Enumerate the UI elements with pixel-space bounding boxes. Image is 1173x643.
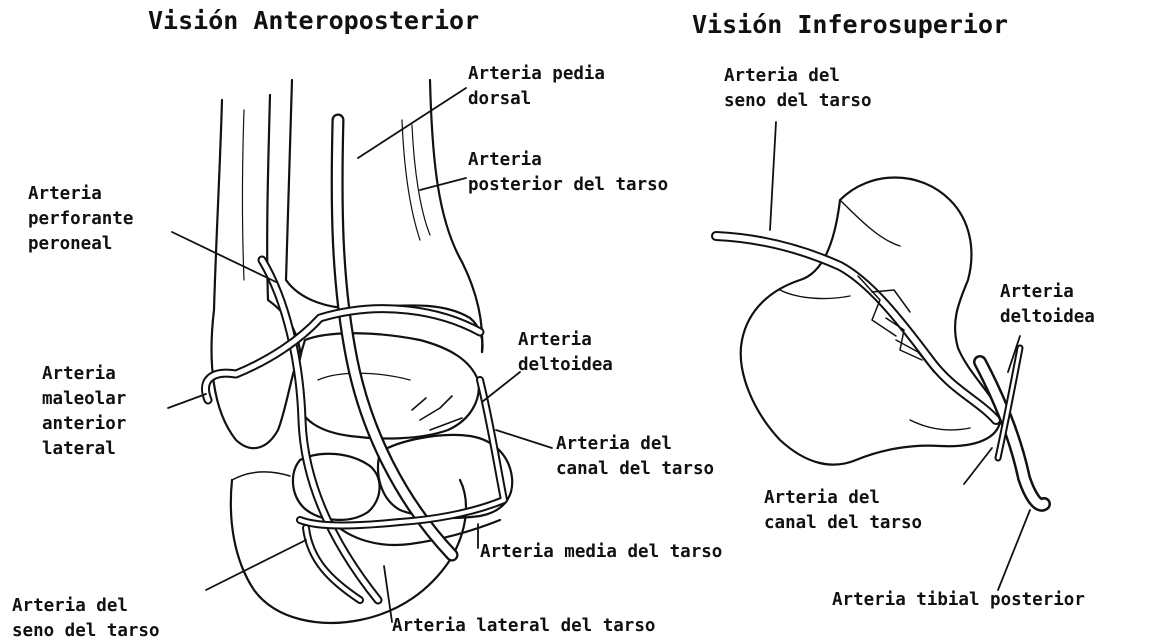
title-anteroposterior: Visión Anteroposterior: [148, 6, 479, 35]
label-line: Arteria: [1000, 280, 1095, 305]
label-line: perforante: [28, 207, 133, 232]
label-line: Arteria lateral del tarso: [392, 614, 655, 639]
label-pedia-dorsal: Arteria pedia dorsal: [468, 62, 605, 112]
label-line: deltoidea: [518, 353, 613, 378]
label-line: deltoidea: [1000, 305, 1095, 330]
label-line: anterior: [42, 412, 126, 437]
label-perforante-peroneal: Arteria perforante peroneal: [28, 182, 133, 257]
label-line: seno del tarso: [12, 619, 160, 643]
label-line: Arteria: [28, 182, 133, 207]
label-line: Arteria del: [12, 594, 160, 619]
label-deltoidea-left: Arteria deltoidea: [518, 328, 613, 378]
calcaneus: [231, 472, 466, 623]
label-line: Arteria: [518, 328, 613, 353]
label-line: posterior del tarso: [468, 173, 668, 198]
deltoid-branches-left: [412, 396, 462, 430]
label-line: peroneal: [28, 232, 133, 257]
label-line: Arteria: [468, 148, 668, 173]
label-line: maleolar: [42, 387, 126, 412]
label-line: lateral: [42, 437, 126, 462]
label-maleolar-anterior-lateral: Arteria maleolar anterior lateral: [42, 362, 126, 462]
label-line: Arteria del: [764, 486, 922, 511]
label-tibial-posterior: Arteria tibial posterior: [832, 588, 1085, 613]
label-line: Arteria del: [556, 432, 714, 457]
label-line: canal del tarso: [556, 457, 714, 482]
label-deltoidea-right: Arteria deltoidea: [1000, 280, 1095, 330]
title-inferosuperior: Visión Inferosuperior: [692, 10, 1008, 39]
label-media-tarso: Arteria media del tarso: [480, 540, 722, 565]
label-line: Arteria media del tarso: [480, 540, 722, 565]
label-line: seno del tarso: [724, 89, 872, 114]
talus-inferior-view: [741, 178, 1001, 465]
label-canal-tarso-right: Arteria del canal del tarso: [764, 486, 922, 536]
label-line: Arteria pedia: [468, 62, 605, 87]
fibula-shaft: [214, 95, 270, 310]
label-seno-tarso-right: Arteria del seno del tarso: [724, 64, 872, 114]
label-line: Arteria del: [724, 64, 872, 89]
label-lateral-tarso: Arteria lateral del tarso: [392, 614, 655, 639]
label-canal-tarso-left: Arteria del canal del tarso: [556, 432, 714, 482]
label-line: Arteria tibial posterior: [832, 588, 1085, 613]
tibia-shaft: [286, 80, 462, 280]
label-line: canal del tarso: [764, 511, 922, 536]
label-line: Arteria: [42, 362, 126, 387]
label-seno-tarso-left: Arteria del seno del tarso: [12, 594, 160, 643]
label-line: dorsal: [468, 87, 605, 112]
label-posterior-tarso: Arteria posterior del tarso: [468, 148, 668, 198]
